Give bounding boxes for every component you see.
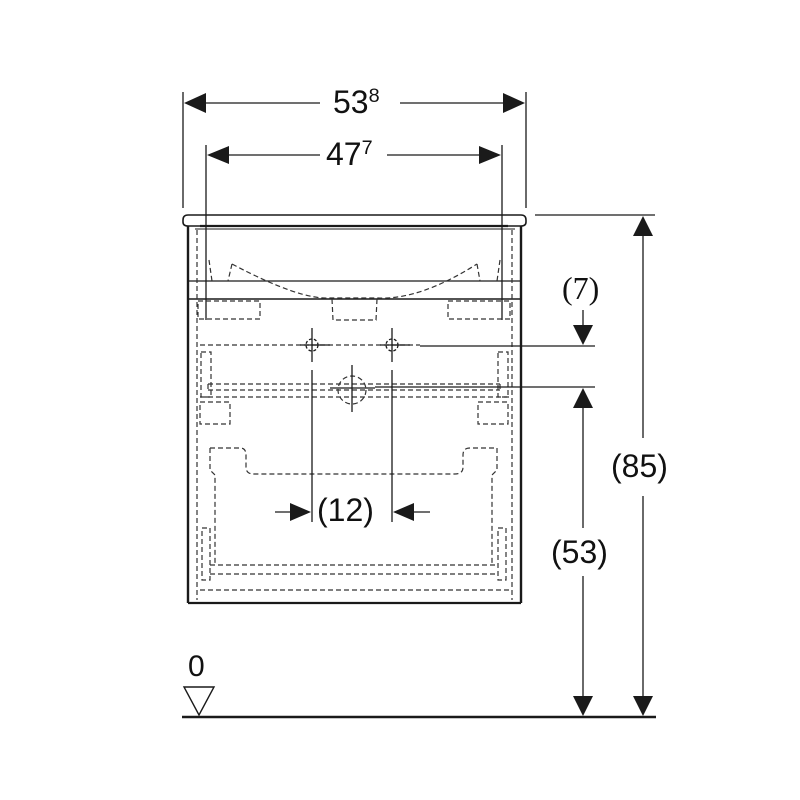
total-height-label: (85)	[611, 448, 668, 484]
inner-width-dimension	[205, 145, 503, 320]
overall-width-dimension	[182, 92, 527, 208]
drain-height-label: (53)	[551, 534, 608, 570]
basin-top	[182, 214, 527, 230]
floor-level-label: 0	[188, 650, 205, 683]
overall-width-decimal: 8	[368, 85, 380, 108]
inner-width-decimal: 7	[361, 137, 373, 160]
tap-spacing-dimension	[275, 503, 430, 521]
cabinet-body	[186, 226, 523, 605]
overall-width-label: 538	[333, 86, 380, 118]
hidden-lines	[196, 230, 513, 600]
floor-line	[182, 686, 656, 719]
overall-width-main: 53	[333, 84, 369, 120]
tap-holes	[300, 328, 410, 522]
inner-width-main: 47	[326, 136, 362, 172]
inner-width-label: 477	[326, 138, 373, 170]
top-offset-label: (7)	[562, 270, 600, 306]
level-marker-icon	[182, 686, 216, 717]
height-dimensions	[375, 214, 655, 716]
tap-spacing-label: (12)	[317, 492, 374, 528]
